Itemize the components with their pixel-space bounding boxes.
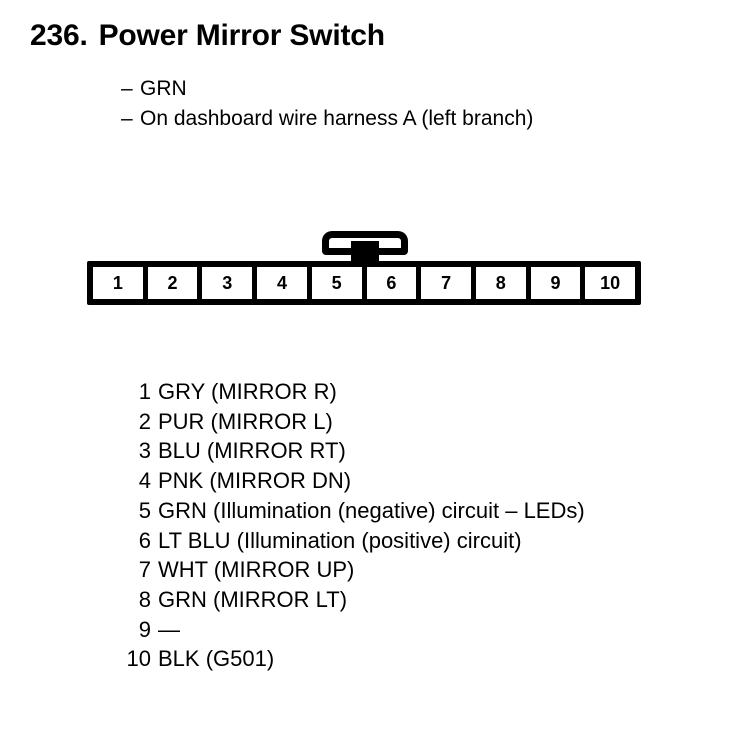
pin-legend-row: 1 GRY (MIRROR R) (60, 377, 585, 407)
page-title-number: 236. (30, 19, 88, 52)
pin-cell-2: 2 (147, 267, 198, 299)
pin-cell-3: 3 (202, 267, 253, 299)
pin-legend-row: 9 — (60, 615, 585, 645)
pin-legend-number: 8 (138, 586, 151, 612)
pin-legend-desc: PUR (MIRROR L) (158, 408, 333, 434)
pin-cell-10: 10 (585, 267, 636, 299)
pin-cell-4: 4 (257, 267, 307, 299)
note-item: –On dashboard wire harness A (left branc… (121, 104, 533, 134)
pin-legend-number: 3 (138, 438, 151, 464)
pin-legend-desc: GRN (MIRROR LT) (158, 586, 348, 612)
pin-legend-number: 7 (138, 557, 151, 583)
pin-legend-desc: BLU (MIRROR RT) (158, 438, 346, 464)
pin-legend-number: 5 (138, 497, 151, 523)
notes-list: –GRN –On dashboard wire harness A (left … (121, 74, 533, 134)
pin-legend-number: 9 (138, 616, 151, 642)
note-dash-icon: – (121, 107, 133, 130)
note-item: –GRN (121, 74, 533, 104)
pin-cell-7: 7 (421, 267, 471, 299)
pin-legend-number: 4 (138, 468, 151, 494)
note-item-label: On dashboard wire harness A (left branch… (140, 107, 534, 130)
pin-legend-desc: — (158, 616, 180, 642)
connector-diagram: 1 2 3 4 5 6 7 8 9 10 (87, 231, 641, 305)
pin-legend-number: 6 (138, 527, 151, 553)
pin-legend-row: 3 BLU (MIRROR RT) (60, 436, 585, 466)
pin-legend-row: 8 GRN (MIRROR LT) (60, 585, 585, 615)
pin-legend-row: 2 PUR (MIRROR L) (60, 407, 585, 437)
pin-legend-row: 7 WHT (MIRROR UP) (60, 555, 585, 585)
pin-legend-desc: GRN (Illumination (negative) circuit – L… (158, 497, 585, 523)
pin-legend-desc: BLK (G501) (158, 646, 275, 672)
page-title-label: Power Mirror Switch (98, 19, 385, 52)
pin-legend-number: 2 (138, 408, 151, 434)
note-item-label: GRN (140, 77, 187, 100)
pin-legend-row: 10 BLK (G501) (60, 644, 585, 674)
pin-legend-row: 5 GRN (Illumination (negative) circuit –… (60, 496, 585, 526)
pin-cell-9: 9 (530, 267, 581, 299)
pin-legend-number: 1 (138, 379, 151, 404)
pin-legend-desc: PNK (MIRROR DN) (158, 468, 352, 494)
pin-cell-5: 5 (311, 267, 362, 299)
pin-legend-row: 6 LT BLU (Illumination (positive) circui… (60, 526, 585, 556)
page-title: 236. Power Mirror Switch (30, 21, 385, 51)
pin-cell-1: 1 (93, 267, 143, 299)
pin-legend-number: 10 (126, 646, 151, 672)
pin-cell-6: 6 (366, 267, 417, 299)
locking-tab-icon (322, 231, 408, 265)
pin-legend-list: 1 GRY (MIRROR R) 2 PUR (MIRROR L) 3 BLU … (60, 377, 585, 674)
pin-legend-row: 4 PNK (MIRROR DN) (60, 466, 585, 496)
pin-legend-desc: LT BLU (Illumination (positive) circuit) (158, 527, 522, 553)
note-dash-icon: – (121, 77, 133, 100)
connector-body: 1 2 3 4 5 6 7 8 9 10 (87, 261, 641, 305)
pin-legend-desc: WHT (MIRROR UP) (158, 557, 355, 583)
pin-legend-desc: GRY (MIRROR R) (158, 379, 337, 404)
pin-cell-8: 8 (475, 267, 526, 299)
